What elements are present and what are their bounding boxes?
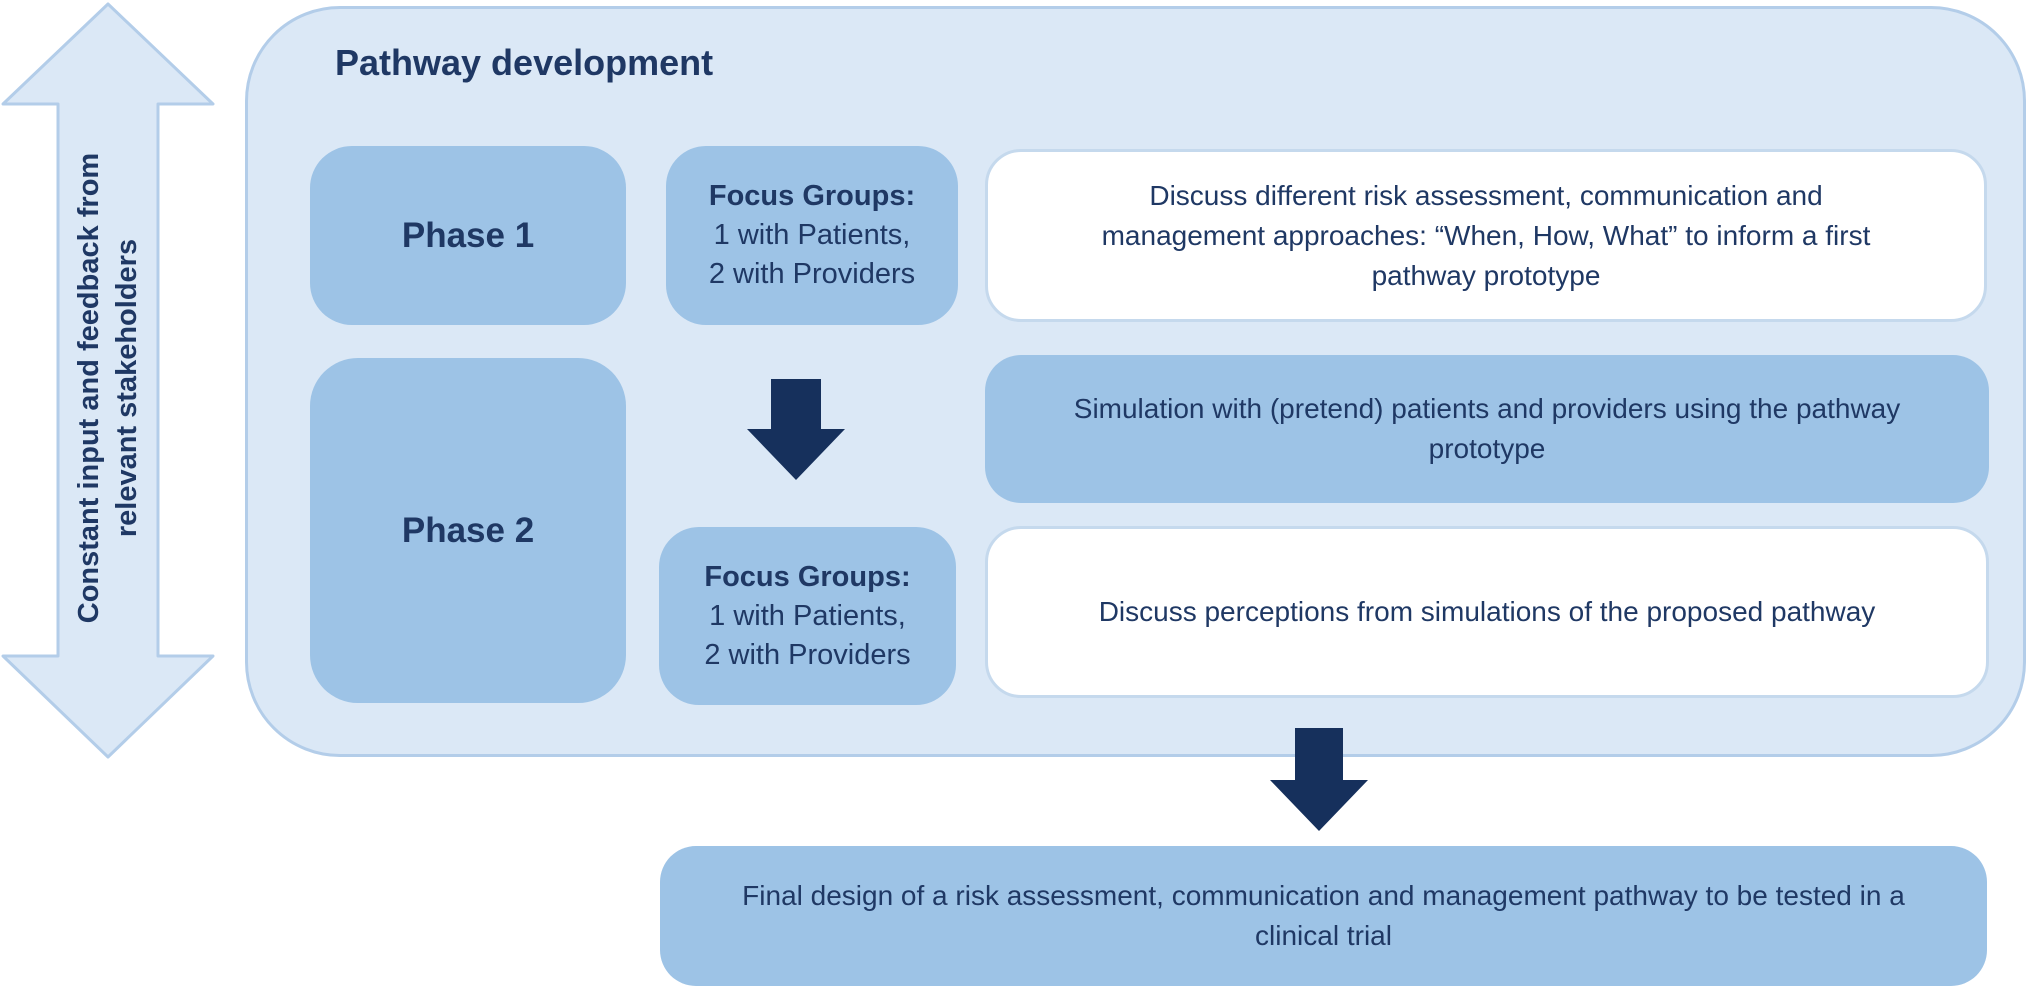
double-arrow-shape bbox=[1, 2, 215, 759]
down-arrow-icon bbox=[1269, 728, 1369, 832]
simulation-box: Simulation with (pretend) patients and p… bbox=[985, 355, 1989, 503]
final-design-box: Final design of a risk assessment, commu… bbox=[660, 846, 1987, 986]
focus-groups-2-text: Focus Groups: 1 with Patients, 2 with Pr… bbox=[704, 558, 910, 675]
phase-2-label: Phase 2 bbox=[401, 510, 535, 550]
down-arrow-shape bbox=[747, 379, 845, 480]
discussion-2-text: Discuss perceptions from simulations of … bbox=[1098, 596, 1876, 627]
final-design-text: Final design of a risk assessment, commu… bbox=[742, 880, 1905, 951]
discussion-1-box: Discuss different risk assessment, commu… bbox=[985, 149, 1987, 322]
focus-groups-2-heading: Focus Groups: bbox=[704, 560, 911, 593]
stakeholder-feedback-label-line1: Constant input and feedback from bbox=[73, 152, 105, 624]
focus-groups-1-line2: 2 with Providers bbox=[708, 258, 916, 290]
focus-groups-2-box: Focus Groups: 1 with Patients, 2 with Pr… bbox=[659, 527, 956, 705]
stakeholder-feedback-label-line2: relevant stakeholders bbox=[111, 238, 143, 538]
pathway-development-panel: Pathway development Phase 1 Focus Groups… bbox=[245, 6, 2026, 757]
phase-1-label: Phase 1 bbox=[401, 215, 535, 255]
discussion-2-box: Discuss perceptions from simulations of … bbox=[985, 526, 1989, 698]
simulation-text: Simulation with (pretend) patients and p… bbox=[1073, 393, 1901, 464]
focus-groups-1-line1: 1 with Patients, bbox=[713, 219, 911, 251]
double-arrow-vertical-icon bbox=[1, 2, 215, 759]
stakeholder-feedback-arrow: Constant input and feedback from relevan… bbox=[0, 0, 216, 762]
down-arrow-shape bbox=[1270, 728, 1368, 831]
focus-groups-1-text: Focus Groups: 1 with Patients, 2 with Pr… bbox=[709, 177, 915, 294]
panel-title: Pathway development bbox=[335, 42, 714, 83]
phase-1-box: Phase 1 bbox=[310, 146, 626, 325]
phase-2-box: Phase 2 bbox=[310, 358, 626, 703]
focus-groups-2-line2: 2 with Providers bbox=[704, 638, 911, 671]
focus-groups-1-heading: Focus Groups: bbox=[708, 180, 916, 212]
stakeholder-feedback-label: Constant input and feedback from relevan… bbox=[70, 58, 146, 718]
focus-groups-2-line1: 1 with Patients, bbox=[709, 599, 906, 632]
down-arrow-icon bbox=[745, 379, 847, 481]
focus-groups-1-box: Focus Groups: 1 with Patients, 2 with Pr… bbox=[666, 146, 958, 325]
discussion-1-text: Discuss different risk assessment, commu… bbox=[1101, 179, 1871, 291]
